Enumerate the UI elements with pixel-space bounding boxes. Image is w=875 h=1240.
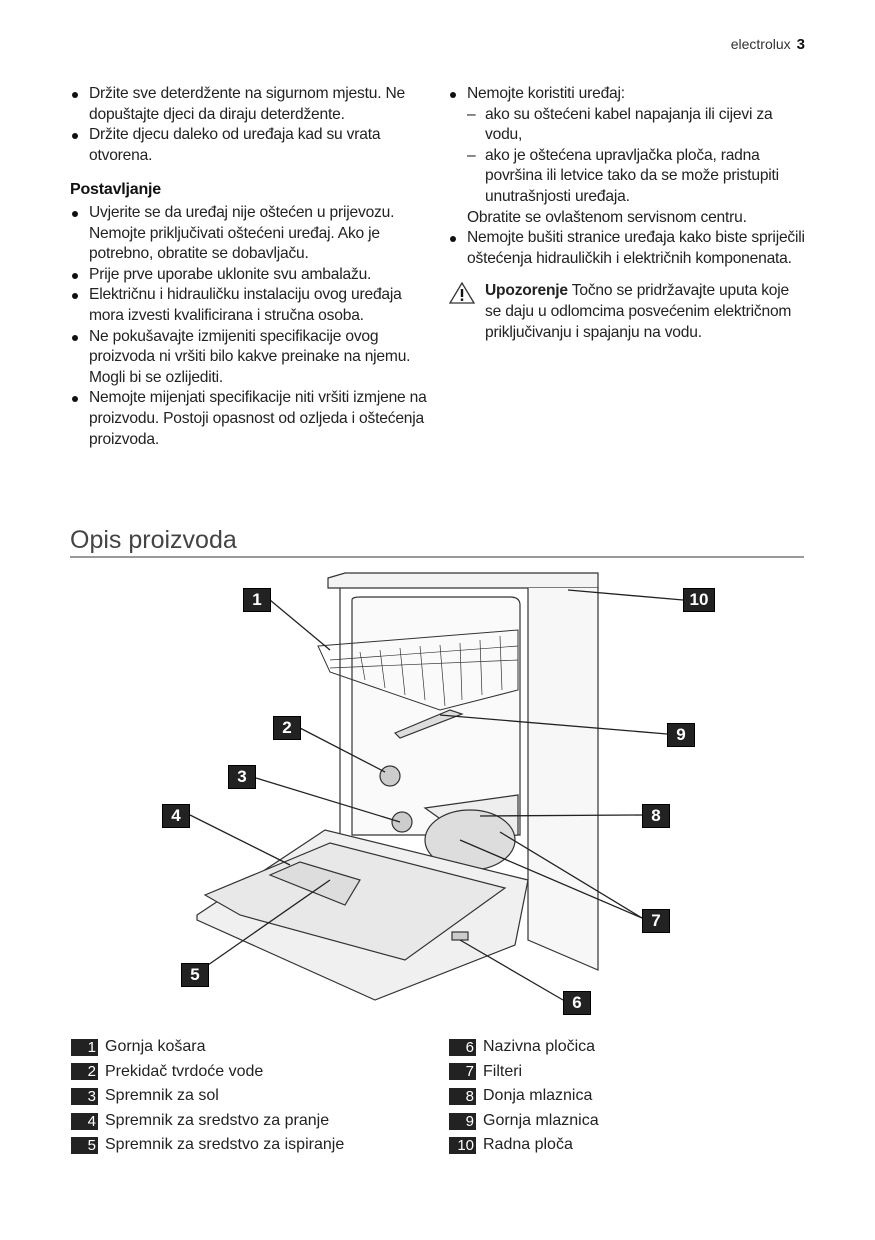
- callout-10: 10: [683, 588, 715, 612]
- section-divider: [70, 556, 804, 558]
- right-column: Nemojte koristiti uređaj: ako su oštećen…: [448, 84, 808, 343]
- callout-1: 1: [243, 588, 271, 612]
- page-number: 3: [796, 36, 805, 53]
- bullet-item: Ne pokušavajte izmijeniti specifikacije …: [70, 327, 430, 389]
- callout-4: 4: [162, 804, 190, 828]
- cabinet: [339, 588, 599, 971]
- page-header: electrolux 3: [731, 36, 805, 53]
- warning-icon: [448, 282, 476, 304]
- bullet-item: Električnu i hidrauličku instalaciju ovo…: [70, 285, 430, 326]
- callout-2: 2: [273, 716, 301, 740]
- bullet-item: Prije prve uporabe uklonite svu ambalažu…: [70, 265, 430, 286]
- upper-basket: [317, 629, 519, 711]
- left-column: Držite sve deterdžente na sigurnom mjest…: [70, 84, 430, 450]
- salt-container: [391, 811, 413, 833]
- subheading-postavljanje: Postavljanje: [70, 181, 161, 199]
- callout-3: 3: [228, 765, 256, 789]
- callout-8: 8: [642, 804, 670, 828]
- upper-spray-arm: [393, 709, 464, 739]
- bullet-item: Držite djecu daleko od uređaja kad su vr…: [70, 125, 430, 166]
- dash-item: ako je oštećena upravljačka ploča, radna…: [448, 146, 808, 208]
- callout-6: 6: [563, 991, 591, 1015]
- callout-5: 5: [181, 963, 209, 987]
- bullet-item: Nemojte bušiti stranice uređaja kako bis…: [448, 228, 808, 269]
- warning-text: Točno se pridržavajte uputa koje se daju…: [485, 282, 792, 341]
- bullet-item: Nemojte koristiti uređaj:: [448, 84, 808, 105]
- section-title: Opis proizvoda: [70, 526, 237, 554]
- note-text: Obratite se ovlaštenom servisnom centru.: [467, 208, 747, 226]
- hardness-dial: [379, 765, 401, 787]
- warning-title: Upozorenje: [485, 282, 568, 300]
- worktop: [327, 572, 599, 589]
- callout-7: 7: [642, 909, 670, 933]
- dash-item: ako su oštećeni kabel napajanja ili cije…: [448, 105, 808, 146]
- bullet-item: Uvjerite se da uređaj nije oštećen u pri…: [70, 203, 430, 265]
- callout-9: 9: [667, 723, 695, 747]
- brand-name: electrolux: [730, 36, 791, 52]
- warning-block: Upozorenje Točno se pridržavajte uputa k…: [448, 281, 808, 343]
- detergent-dispenser: [268, 861, 361, 906]
- rating-plate: [451, 931, 469, 941]
- bullet-item: Nemojte mijenjati specifikacije niti vrš…: [70, 388, 430, 450]
- bullet-item: Držite sve deterdžente na sigurnom mjest…: [70, 84, 430, 125]
